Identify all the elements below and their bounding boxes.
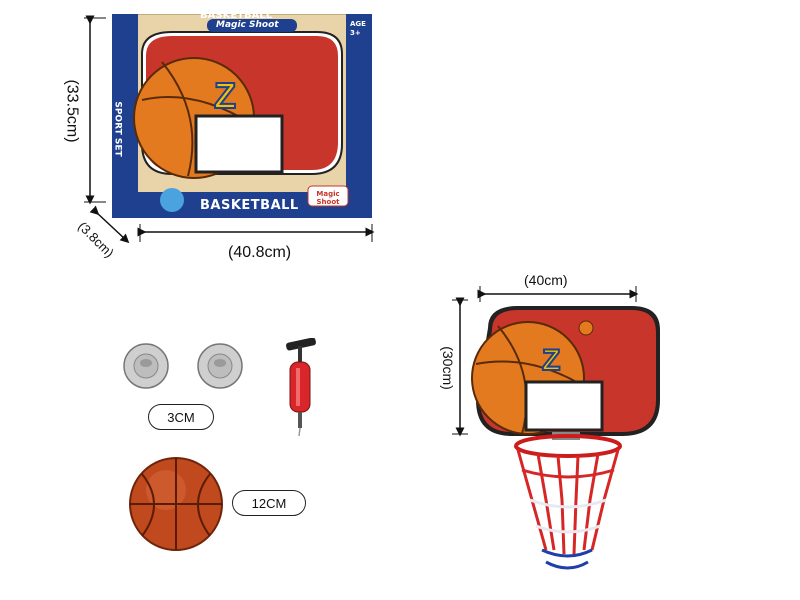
box-width-label: (40.8cm)	[228, 244, 292, 261]
ball-size-label: 12CM	[232, 490, 306, 516]
suction-size-label: 3CM	[148, 404, 214, 430]
suction-cup	[196, 342, 244, 390]
pump-icon	[272, 338, 322, 438]
svg-text:Z: Z	[542, 344, 560, 377]
box-badge: Magic Shoot	[316, 190, 340, 206]
svg-text:Z: Z	[214, 75, 236, 116]
basketball-ball	[126, 454, 226, 554]
product-box: Z BASKETBALL Magic Shoot SPORT SET AGE 3…	[112, 10, 372, 218]
board-height-label: (30cm)	[439, 346, 456, 390]
box-height-label: (33.5cm)	[63, 79, 81, 143]
box-age-badge: AGE 3+	[350, 20, 366, 37]
box-top-label: BASKETBALL	[200, 10, 273, 21]
assembled-hoop: Z	[462, 300, 672, 590]
box-banner: Magic Shoot	[216, 20, 279, 30]
board-width-label: (40cm)	[524, 272, 568, 288]
suction-cup	[122, 342, 170, 390]
box-bottom-label: BASKETBALL	[200, 198, 299, 213]
